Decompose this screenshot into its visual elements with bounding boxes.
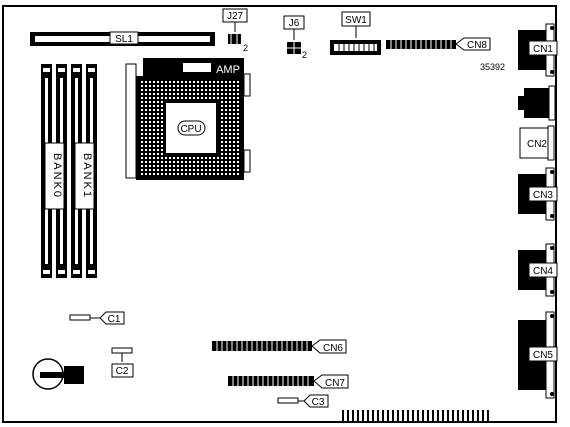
c2-label: C2 <box>116 366 129 377</box>
connector-cn3: CN3 <box>518 167 558 221</box>
bank0-label: BANK0 <box>51 153 63 199</box>
cn2-label: CN2 <box>527 139 547 150</box>
j27-pin-label: 2 <box>243 43 248 53</box>
connector-unlabeled <box>518 85 556 121</box>
bank1-label-box: BANK1 <box>74 142 95 210</box>
component-c3: C3 <box>277 394 329 408</box>
c3-label: C3 <box>312 397 325 408</box>
c1-label: C1 <box>108 314 121 325</box>
part-number: 35392 <box>480 62 505 72</box>
bank0-label-box: BANK0 <box>44 142 65 210</box>
amp-label: AMP <box>216 64 240 76</box>
sl1-label: SL1 <box>115 34 133 45</box>
connector-cn4: CN4 <box>518 243 558 297</box>
bank1-label: BANK1 <box>81 153 93 199</box>
cpu-socket: AMP CPU <box>125 58 251 180</box>
battery <box>32 358 84 390</box>
j6-pin-label: 2 <box>302 50 307 60</box>
j6-label: J6 <box>289 18 300 29</box>
cn1-label: CN1 <box>533 44 553 55</box>
cn7-label: CN7 <box>325 378 345 389</box>
cn6-label: CN6 <box>323 343 343 354</box>
cn3-label: CN3 <box>533 190 553 201</box>
connector-cn5: CN5 <box>518 311 558 399</box>
jumper-j27: J27 2 <box>222 8 248 53</box>
cpu-label: CPU <box>180 124 201 135</box>
switch-sw1: SW1 <box>330 11 381 55</box>
connector-cn8: CN8 <box>386 37 491 51</box>
cn8-label: CN8 <box>467 40 487 51</box>
cn4-label: CN4 <box>533 266 553 277</box>
component-c1: C1 <box>69 311 125 325</box>
sw1-label: SW1 <box>345 15 367 26</box>
jumper-j6: J6 2 <box>283 15 307 60</box>
j27-label: J27 <box>227 11 244 22</box>
cn5-label: CN5 <box>533 350 553 361</box>
connector-cn1: CN1 <box>518 23 558 77</box>
connector-cn7: CN7 <box>228 374 349 389</box>
slot-sl1: SL1 <box>30 31 215 46</box>
edge-connector <box>342 410 489 422</box>
connector-cn2: CN2 <box>519 125 555 161</box>
board-outline <box>2 5 557 423</box>
connector-cn6: CN6 <box>212 339 347 354</box>
component-c2: C2 <box>111 347 134 378</box>
